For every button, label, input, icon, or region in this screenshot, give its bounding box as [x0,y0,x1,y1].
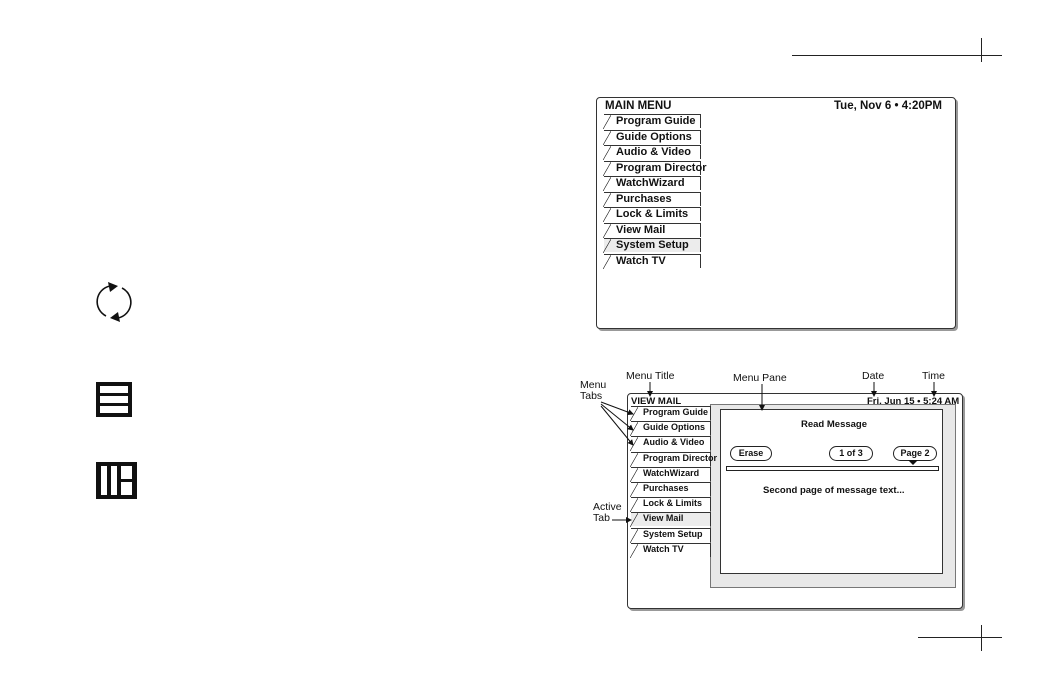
refresh-cycle-icon [92,280,136,324]
view-mail-tab-guide-options[interactable]: Guide Options [630,421,711,437]
view-mail-tab-label: Purchases [643,483,689,493]
main-menu-tab-view-mail[interactable]: View Mail [603,222,701,238]
crop-mark-bottom-v [981,625,982,651]
crop-mark-top-h [792,55,1002,56]
main-menu-tab-label: Program Guide [616,115,696,127]
main-menu-tab-lock-limits[interactable]: Lock & Limits [603,207,701,222]
menu-pane [720,409,943,574]
main-menu-tab-watch-tv[interactable]: Watch TV [603,253,701,269]
callout-menu-pane: Menu Pane [733,372,787,384]
view-mail-tab-label: Lock & Limits [643,498,703,509]
main-menu-tab-system-setup[interactable]: System Setup [603,238,701,253]
callout-time: Time [922,370,945,382]
callout-date: Date [862,370,885,382]
main-menu-title: MAIN MENU [605,100,672,112]
crop-mark-top-v [981,38,982,62]
view-mail-tab-label: System Setup [643,528,703,539]
view-mail-tab-system-setup[interactable]: System Setup [630,527,711,543]
main-menu-tab-label: Lock & Limits [616,208,689,220]
pane-divider [726,466,939,471]
main-menu-tab-label: WatchWizard [616,177,685,189]
view-mail-tab-label: View Mail [643,513,684,524]
view-mail-tab-watchwizard[interactable]: WatchWizard [630,466,711,482]
erase-button[interactable]: Erase [730,446,772,461]
main-menu-tab-label: Purchases [616,192,672,205]
main-menu-tab-label: Program Director [616,161,707,174]
main-menu-tab-guide-options[interactable]: Guide Options [603,129,701,145]
page-down-arrow-icon [908,460,918,465]
main-menu-tab-label: Audio & Video [616,146,691,158]
view-mail-tab-purchases[interactable]: Purchases [630,482,711,497]
callout-active-tab: Active Tab [593,501,622,524]
view-mail-tab-label: WatchWizard [643,467,700,478]
main-menu-tab-program-guide[interactable]: Program Guide [603,114,701,129]
view-mail-datetime: Fri, Jun 15 • 5:24 AM [867,396,960,407]
list-view-icon [96,382,134,418]
view-mail-tab-audio-video[interactable]: Audio & Video [630,436,711,452]
view-mail-tab-label: Program Director [643,452,718,463]
main-menu-tab-label: System Setup [616,239,689,251]
view-mail-tab-watch-tv[interactable]: Watch TV [630,542,711,558]
view-mail-tab-view-mail[interactable]: View Mail [630,512,711,528]
message-body-text: Second page of message text... [763,485,905,496]
callout-menu-tabs: Menu Tabs [580,379,607,402]
main-menu-datetime: Tue, Nov 6 • 4:20PM [834,100,942,112]
view-mail-tab-program-guide[interactable]: Program Guide [630,406,711,421]
main-menu-tab-program-director[interactable]: Program Director [603,160,706,176]
view-mail-tab-label: Guide Options [643,422,705,433]
view-mail-tab-label: Program Guide [643,407,709,417]
view-mail-tab-program-director[interactable]: Program Director [630,451,717,467]
view-mail-tab-label: Watch TV [643,543,684,554]
crop-mark-bottom-h [918,637,1002,638]
callout-menu-title: Menu Title [626,370,675,382]
main-menu-tab-watchwizard[interactable]: WatchWizard [603,176,701,191]
main-menu-tab-label: Watch TV [616,254,666,267]
view-mail-tab-label: Audio & Video [643,437,705,448]
message-counter: 1 of 3 [829,446,873,461]
main-menu-tab-audio-video[interactable]: Audio & Video [603,145,701,160]
main-menu-tab-label: Guide Options [616,130,692,143]
read-message-heading: Read Message [801,419,868,430]
main-menu-tab-purchases[interactable]: Purchases [603,191,701,207]
main-menu-tab-label: View Mail [616,223,666,236]
view-mail-tab-lock-limits[interactable]: Lock & Limits [630,497,711,513]
view-mail-title: VIEW MAIL [631,396,682,407]
grid-view-icon [96,462,138,500]
